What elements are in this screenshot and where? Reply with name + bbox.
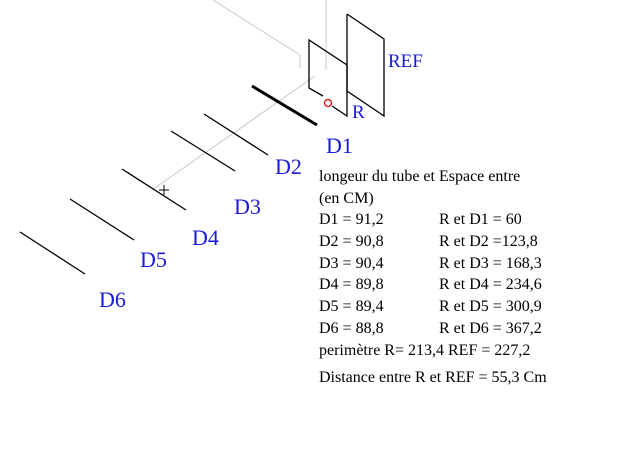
spacing-d4: R et D4 = 234,6: [439, 276, 542, 293]
spacing-d5: R et D5 = 300,9: [439, 298, 542, 315]
radiator-element: [308, 38, 348, 118]
small-cross-mark: [159, 185, 169, 195]
label-d4: D4: [192, 225, 219, 250]
reflector-element: [346, 13, 385, 118]
director-d5: [69, 198, 135, 241]
label-r: R: [352, 102, 365, 123]
length-d4: D4 = 89,8: [319, 276, 384, 293]
length-d2: D2 = 90,8: [319, 233, 384, 250]
distance-line: Distance entre R et REF = 55,3 Cm: [319, 369, 547, 386]
spacing-d3: R et D3 = 168,3: [439, 255, 542, 272]
length-d1: D1 = 91,2: [319, 211, 384, 228]
label-ref: REF: [388, 51, 423, 72]
spacing-d1: R et D1 = 60: [439, 211, 522, 228]
spacing-d2: R et D2 =123,8: [439, 233, 538, 250]
length-d5: D5 = 89,4: [319, 298, 384, 315]
label-d1: D1: [326, 133, 353, 158]
spec-header-line1: longeur du tube et Espace entre: [319, 168, 521, 185]
perimeter-line: perimètre R= 213,4 REF = 227,2: [319, 342, 531, 359]
label-d3: D3: [234, 194, 261, 219]
spec-header-line2: (en CM): [319, 190, 374, 207]
director-d1: [251, 84, 318, 127]
director-d6: [19, 231, 86, 275]
label-d5: D5: [140, 247, 167, 272]
director-d2: [203, 113, 269, 156]
length-d3: D3 = 90,4: [319, 255, 384, 272]
feed-point: [323, 98, 333, 108]
label-d2: D2: [275, 154, 302, 179]
spacing-d6: R et D6 = 367,2: [439, 320, 542, 337]
director-d4: [121, 168, 187, 211]
label-d6: D6: [99, 287, 126, 312]
length-d6: D6 = 88,8: [319, 320, 384, 337]
director-d3: [170, 130, 236, 172]
